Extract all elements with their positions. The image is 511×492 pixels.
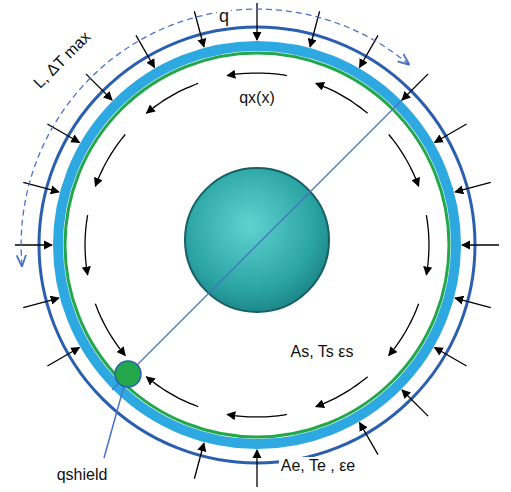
shield-property-label: As, Ts εs — [289, 343, 356, 361]
flux-arrow — [136, 35, 155, 67]
conduction-arrow — [85, 215, 88, 275]
environment-property-label: Ae, Te , εe — [279, 457, 357, 475]
conduction-arrow — [389, 134, 419, 186]
conduction-arrow — [95, 134, 125, 186]
length-label: L, ΔT max — [28, 26, 95, 93]
conduction-arrow — [95, 304, 125, 356]
conduction-arrow — [389, 304, 419, 356]
flux-arrow — [462, 244, 499, 245]
flux-arrow — [435, 124, 467, 143]
shield-ring — [58, 46, 456, 444]
sink-point — [115, 361, 141, 387]
flux-arrow — [455, 298, 491, 308]
flux-arrow — [194, 443, 204, 479]
flux-arrow — [47, 348, 79, 367]
flux-arrow — [256, 450, 257, 487]
conduction-arrow — [146, 377, 198, 407]
diameter-line — [112, 100, 402, 390]
flux-arrow — [402, 74, 428, 100]
flux-arrow — [23, 298, 59, 308]
conduction-arrow — [227, 414, 287, 417]
conduction-arrow — [316, 377, 368, 407]
shield-heat-label: qshield — [55, 466, 110, 484]
conduction-label: qx(x) — [237, 89, 277, 107]
flux-label: q — [217, 6, 231, 27]
conduction-arrow — [426, 215, 429, 275]
flux-arrow — [455, 182, 491, 192]
flux-arrow — [402, 390, 428, 416]
shield-surface — [65, 53, 449, 437]
environment-ring — [39, 27, 475, 463]
inner-sphere — [185, 168, 329, 312]
conduction-arrow — [146, 83, 198, 113]
length-arc — [21, 9, 409, 265]
conduction-arrow — [227, 73, 287, 76]
conduction-arrow — [316, 83, 368, 113]
flux-arrow — [435, 348, 467, 367]
flux-arrow — [360, 423, 379, 455]
shield-leader — [104, 386, 124, 458]
